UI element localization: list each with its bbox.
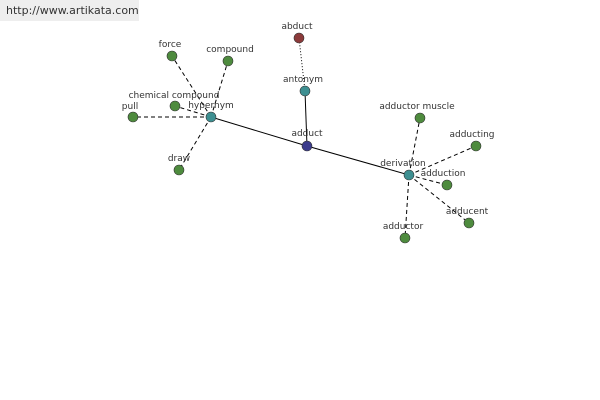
edge-hypernym-draw xyxy=(178,116,212,171)
node-adductor-muscle-dot[interactable] xyxy=(414,112,426,124)
edge-hypernym-force xyxy=(171,55,212,118)
artikata-link[interactable]: http://www.artikata.com xyxy=(0,0,139,21)
edge-derivation-adductor xyxy=(404,174,410,239)
node-antonym-dot[interactable] xyxy=(299,85,311,97)
edge-derivation-adductor-muscle xyxy=(408,117,421,176)
node-abduct[interactable]: abduct xyxy=(281,22,313,44)
node-antonym[interactable]: antonym xyxy=(283,75,323,97)
node-pull[interactable]: pull xyxy=(122,102,139,123)
node-adducent[interactable]: adducent xyxy=(446,207,489,229)
node-pull-label: pull xyxy=(122,102,138,112)
node-compound[interactable]: compound xyxy=(206,45,254,67)
node-adduction[interactable]: adduction xyxy=(421,169,466,191)
node-draw[interactable]: draw xyxy=(168,154,190,176)
node-adductor-label: adductor xyxy=(383,222,424,232)
node-derivation-dot[interactable] xyxy=(403,169,415,181)
node-compound-dot[interactable] xyxy=(222,55,234,67)
edge-adduct-hypernym xyxy=(210,116,308,147)
node-abduct-dot[interactable] xyxy=(293,32,305,44)
edges xyxy=(133,37,477,239)
node-derivation[interactable]: derivation xyxy=(380,159,426,181)
node-force-label: force xyxy=(159,40,182,50)
node-abduct-label: abduct xyxy=(281,22,313,32)
node-adducting-dot[interactable] xyxy=(470,140,482,152)
node-compound-label: compound xyxy=(206,45,254,55)
node-pull-dot[interactable] xyxy=(127,111,139,123)
node-adduction-dot[interactable] xyxy=(441,179,453,191)
node-adductor-muscle-label: adductor muscle xyxy=(379,102,455,112)
node-adduct[interactable]: adduct xyxy=(291,129,323,152)
node-chemical-compound[interactable]: chemical compound xyxy=(129,91,220,112)
node-force-dot[interactable] xyxy=(166,50,178,62)
node-adduct-dot[interactable] xyxy=(301,140,313,152)
node-chemical-compound-label: chemical compound xyxy=(129,91,220,101)
node-force[interactable]: force xyxy=(159,40,182,62)
edge-derivation-adducent xyxy=(408,174,470,224)
node-adductor[interactable]: adductor xyxy=(383,222,424,244)
node-adducting-label: adducting xyxy=(449,130,494,140)
node-adducent-label: adducent xyxy=(446,207,489,217)
node-derivation-label: derivation xyxy=(380,159,426,169)
node-chemical-compound-dot[interactable] xyxy=(169,100,181,112)
edge-derivation-adducting xyxy=(408,145,477,176)
node-draw-dot[interactable] xyxy=(173,164,185,176)
node-adductor-muscle[interactable]: adductor muscle xyxy=(379,102,455,124)
node-antonym-label: antonym xyxy=(283,75,323,85)
node-hypernym-label: hypernym xyxy=(188,101,234,111)
node-hypernym-dot[interactable] xyxy=(205,111,217,123)
node-draw-label: draw xyxy=(168,154,190,164)
node-adducent-dot[interactable] xyxy=(463,217,475,229)
edge-hypernym-compound xyxy=(210,60,229,118)
node-adducting[interactable]: adducting xyxy=(449,130,495,152)
node-adduction-label: adduction xyxy=(421,169,466,179)
node-adduct-label: adduct xyxy=(291,129,323,139)
edge-hypernym-chemical-compound xyxy=(174,105,212,118)
edge-adduct-derivation xyxy=(306,145,410,176)
node-hypernym[interactable]: hypernym xyxy=(188,101,234,123)
edge-adduct-antonym xyxy=(304,90,308,147)
node-adductor-dot[interactable] xyxy=(399,232,411,244)
